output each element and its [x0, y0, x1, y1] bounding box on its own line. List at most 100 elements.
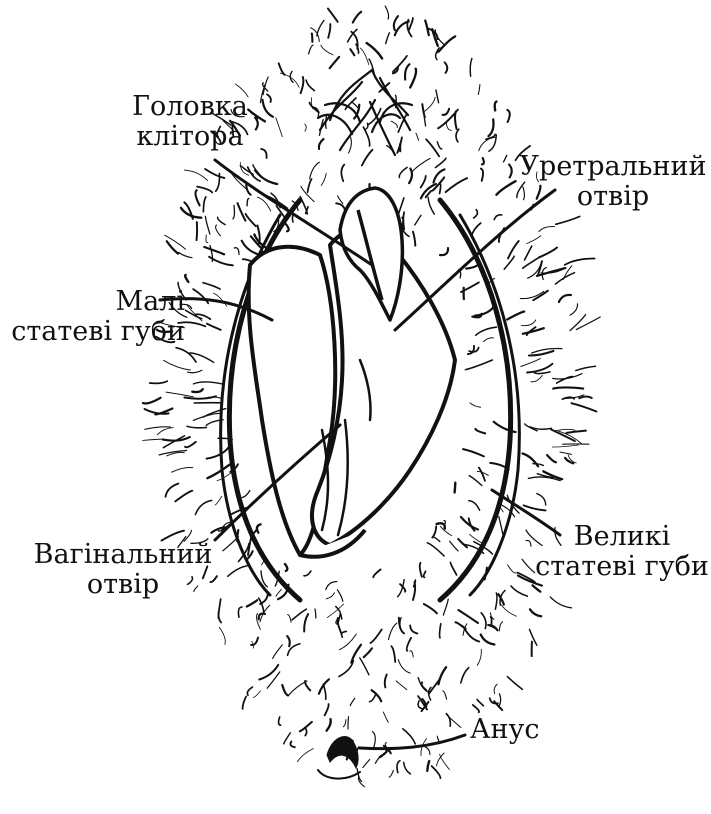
- hair-stroke: [373, 570, 380, 578]
- hair-stroke: [393, 56, 407, 72]
- hair-stroke: [571, 403, 596, 411]
- hair-stroke: [321, 174, 326, 186]
- hair-stroke: [409, 18, 413, 30]
- hair-stroke: [342, 631, 347, 637]
- hair-stroke: [421, 184, 436, 198]
- hair-stroke: [238, 607, 242, 617]
- hair-stroke: [465, 360, 492, 370]
- hair-stroke: [474, 210, 478, 218]
- hair-stroke: [410, 626, 417, 634]
- hair-stroke: [337, 590, 342, 602]
- hair-stroke: [203, 283, 220, 289]
- hair-stroke: [479, 468, 485, 481]
- hair-stroke: [163, 436, 184, 448]
- hair-stroke: [463, 449, 484, 456]
- hair-stroke: [263, 100, 274, 117]
- hair-stroke: [407, 638, 411, 651]
- hair-stroke: [508, 565, 516, 573]
- hair-stroke: [470, 59, 472, 77]
- hair-stroke: [440, 624, 441, 638]
- hair-stroke: [420, 563, 422, 577]
- hair-stroke: [477, 700, 483, 706]
- hair-stroke: [290, 742, 294, 748]
- hair-stroke: [360, 658, 369, 675]
- hair-stroke: [477, 649, 481, 665]
- hair-stroke: [179, 252, 192, 257]
- hair-stroke: [507, 312, 524, 320]
- hair-stroke: [416, 133, 419, 140]
- hair-stroke: [288, 615, 292, 623]
- hair-stroke: [267, 94, 271, 102]
- hair-stroke: [328, 9, 338, 22]
- hair-stroke: [143, 398, 161, 404]
- hair-stroke: [185, 442, 196, 447]
- hair-stroke: [511, 586, 527, 596]
- hair-stroke: [197, 187, 212, 193]
- hair-stroke: [385, 675, 387, 688]
- label-anus: Анус: [470, 715, 539, 745]
- hair-stroke: [570, 304, 577, 315]
- hair-stroke: [424, 747, 430, 755]
- hair-stroke: [521, 359, 541, 367]
- hair-stroke: [167, 241, 178, 253]
- hair-stroke: [410, 69, 416, 88]
- hair-stroke: [273, 645, 283, 659]
- hair-stroke: [205, 169, 224, 178]
- hair-stroke: [531, 376, 542, 382]
- hair-stroke: [482, 158, 484, 164]
- hair-stroke: [341, 165, 344, 182]
- hair-stroke: [499, 517, 503, 534]
- hair-stroke: [219, 612, 222, 623]
- hair-stroke: [427, 543, 444, 556]
- hair-stroke: [304, 614, 308, 631]
- hair-stroke: [473, 705, 479, 712]
- hair-stroke: [433, 537, 440, 542]
- hair-stroke: [522, 559, 535, 572]
- hair-stroke: [560, 452, 571, 454]
- hair-stroke: [539, 227, 555, 232]
- hair-stroke: [556, 216, 580, 224]
- label-labia-minora: Малі статеві губи: [0, 287, 185, 347]
- hair-stroke: [343, 720, 346, 727]
- hair-stroke: [440, 248, 448, 255]
- hair-stroke: [399, 198, 404, 214]
- hair-stroke: [304, 571, 311, 576]
- hair-stroke: [455, 483, 456, 493]
- hair-stroke: [443, 599, 448, 615]
- hair-stroke: [176, 348, 196, 362]
- hair-stroke: [484, 338, 494, 342]
- hair-stroke: [350, 698, 354, 705]
- hair-stroke: [403, 212, 404, 229]
- hair-stroke: [195, 500, 211, 514]
- hair-stroke: [425, 21, 429, 36]
- hair-stroke: [206, 235, 208, 243]
- hair-stroke: [193, 413, 219, 420]
- hair-stroke: [403, 729, 416, 744]
- hair-stroke: [279, 717, 281, 725]
- hair-stroke: [409, 169, 412, 184]
- hair-stroke: [164, 360, 191, 370]
- hair-stroke: [195, 190, 199, 205]
- hair-stroke: [276, 118, 283, 137]
- hair-stroke: [559, 295, 571, 302]
- hair-stroke: [282, 685, 288, 695]
- hair-stroke: [426, 191, 431, 197]
- hair-stroke: [325, 704, 329, 715]
- hair-stroke: [497, 181, 516, 195]
- hair-stroke: [475, 429, 485, 434]
- label-vaginal-opening: Вагінальний отвір: [28, 540, 218, 600]
- hair-stroke: [188, 370, 202, 372]
- label-labia-majora: Великі статеві губи: [535, 522, 709, 582]
- hair-stroke: [461, 668, 469, 683]
- hair-stroke: [565, 259, 595, 265]
- hair-stroke: [184, 396, 216, 398]
- hair-stroke: [205, 216, 210, 234]
- hair-stroke: [547, 455, 556, 462]
- hair-stroke: [398, 660, 410, 674]
- hair-stroke: [219, 627, 225, 644]
- hair-stroke: [261, 149, 267, 158]
- hair-stroke: [301, 77, 304, 93]
- hair-stroke: [257, 524, 261, 532]
- hair-stroke: [207, 447, 229, 458]
